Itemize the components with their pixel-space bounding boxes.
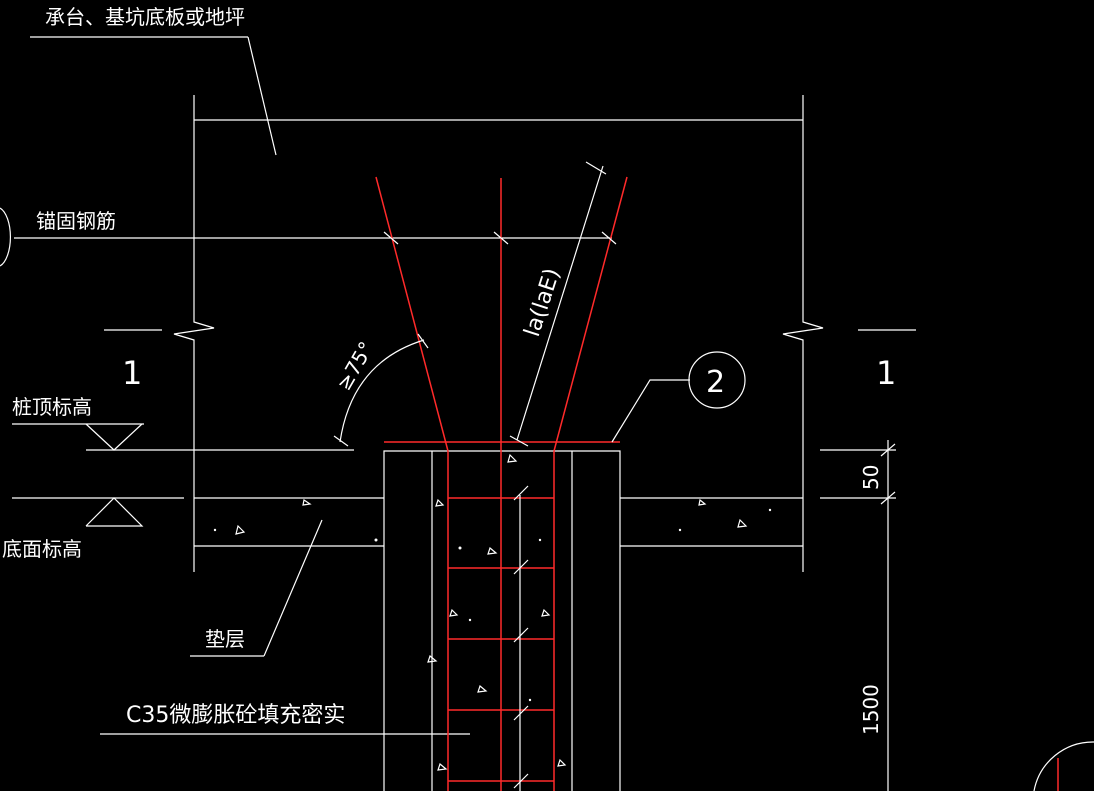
dim-1500-label: 1500 (859, 684, 883, 735)
anchor-rebar-leader (0, 207, 612, 267)
section-right-label: 1 (876, 354, 896, 392)
pile-top-elevation-label: 桩顶标高 (12, 395, 92, 419)
dimension-50 (820, 440, 896, 791)
spiral-marks (513, 485, 529, 791)
anchor-rebar-label: 锚固钢筋 (36, 209, 116, 233)
angle-arc (333, 333, 429, 447)
bottom-elevation-marker (12, 497, 184, 527)
pile-outline (383, 450, 621, 791)
cushion-leader (190, 519, 323, 657)
angle-label: ≥75° (332, 337, 379, 394)
detail-callout (611, 351, 746, 443)
cushion-layer (194, 497, 803, 547)
anchor-length-label: la(laE) (520, 265, 565, 340)
fill-concrete-label: C35微膨胀砼填充密实 (126, 703, 345, 728)
partial-circle (1033, 741, 1094, 791)
concrete-hatch (213, 453, 772, 771)
detail-number: 2 (706, 365, 725, 400)
section-left-label: 1 (122, 354, 142, 392)
rebar-cage (375, 176, 628, 791)
cushion-label: 垫层 (205, 627, 245, 651)
pile-top-elevation-marker (12, 423, 354, 451)
cap-outline (173, 95, 824, 572)
anchor-length-dimension (509, 161, 607, 447)
cap-label-leader (30, 36, 277, 156)
cap-label: 承台、基坑底板或地坪 (45, 5, 245, 29)
bottom-elevation-label: 底面标高 (2, 537, 82, 561)
rebar-crossing-ticks (383, 231, 617, 245)
dim-50-label: 50 (859, 465, 883, 490)
